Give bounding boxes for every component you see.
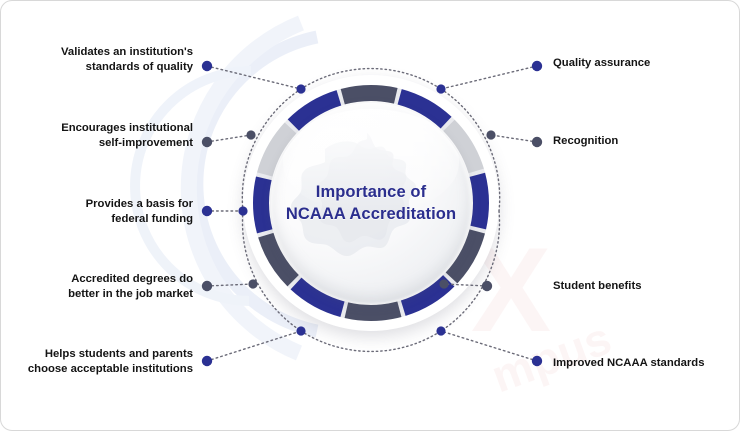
label-node-4: Accredited degrees do better in the job …	[68, 273, 193, 300]
outer-node-3[interactable]	[201, 205, 213, 217]
label-node-5: Helps students and parents choose accept…	[27, 348, 193, 375]
ring-node-8[interactable]	[439, 279, 449, 289]
ring-node-5[interactable]	[296, 326, 306, 336]
outer-node-1[interactable]	[201, 60, 213, 72]
ring-segment	[253, 85, 489, 321]
ring-node-4[interactable]	[248, 279, 258, 289]
center-title-line1: Importance of	[315, 183, 427, 201]
ring-segment	[253, 85, 489, 321]
segmented-ring	[253, 85, 489, 321]
ring-node-9[interactable]	[436, 326, 446, 336]
ring-node-7[interactable]	[486, 130, 496, 140]
outer-node-8[interactable]	[481, 280, 493, 292]
label-node-2: Encourages institutional self-improvemen…	[61, 122, 193, 149]
label-node-8: Student benefits	[553, 280, 642, 292]
outer-node-5[interactable]	[201, 355, 213, 367]
ring-node-1[interactable]	[296, 84, 306, 94]
outer-node-6[interactable]	[531, 60, 543, 72]
ring-segment	[253, 85, 489, 321]
ring-node-6[interactable]	[436, 84, 446, 94]
ring-segment	[253, 85, 489, 321]
outer-node-4[interactable]	[201, 280, 213, 292]
outer-node-7[interactable]	[531, 136, 543, 148]
ring-node-3[interactable]	[238, 206, 248, 216]
center-title: Importance of NCAAA Accreditation	[243, 181, 499, 225]
label-node-7: Recognition	[553, 135, 619, 147]
hub-gloss	[283, 109, 459, 213]
center-title-line2: NCAAA Accreditation	[285, 205, 457, 223]
label-node-1: Validates an institution's standards of …	[61, 46, 193, 73]
center-hub: Importance of NCAAA Accreditation	[243, 75, 499, 331]
label-node-6: Quality assurance	[553, 57, 651, 69]
outer-node-9[interactable]	[531, 355, 543, 367]
outer-node-2[interactable]	[201, 136, 213, 148]
hub-inner-disc	[271, 103, 471, 303]
ring-node-2[interactable]	[246, 130, 256, 140]
label-node-9: Improved NCAAA standards	[553, 357, 705, 369]
label-node-3: Provides a basis for federal funding	[85, 198, 193, 225]
